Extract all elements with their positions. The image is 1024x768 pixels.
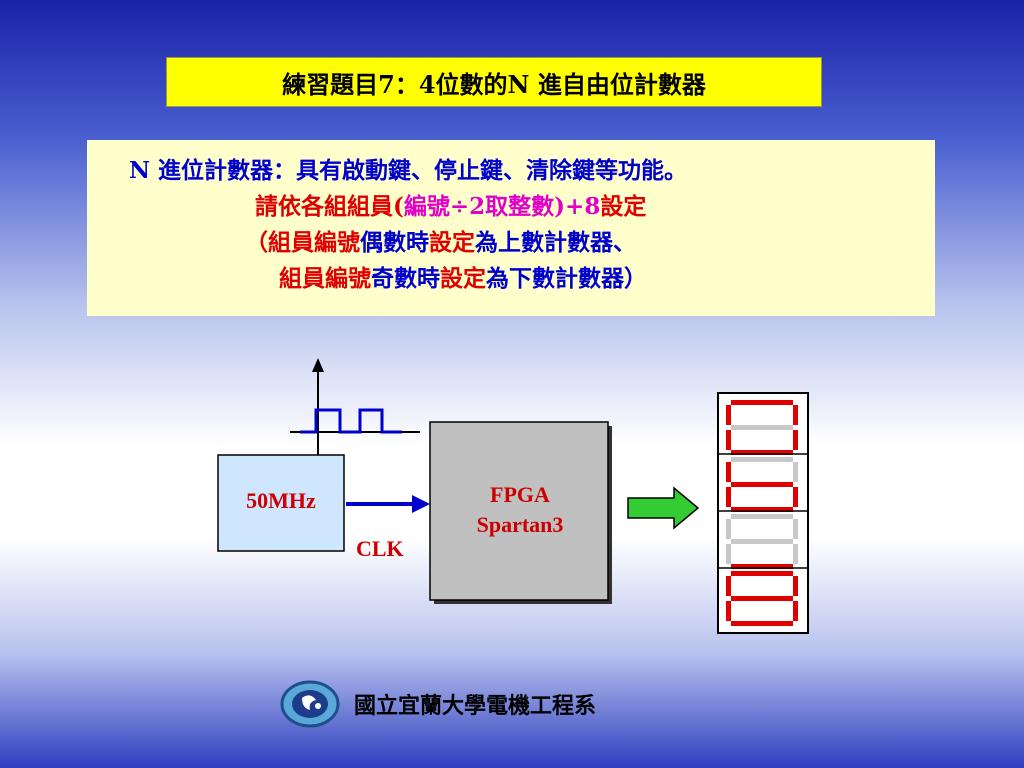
line4-part-b: 奇數時: [371, 265, 440, 292]
segment-b: [793, 519, 798, 539]
segment-b: [793, 405, 798, 425]
segment-g: [731, 596, 793, 601]
description-box: N 進位計數器：具有啟動鍵、停止鍵、清除鍵等功能。 請依各組組員(編號÷2取整數…: [87, 140, 935, 316]
seven-segment-digit: [726, 571, 798, 626]
segment-c: [793, 601, 798, 621]
title-suffix: 位數的N 進自由位計數器: [435, 69, 706, 99]
segment-f: [726, 519, 731, 539]
clock-waveform: [290, 358, 420, 460]
line2-part-a: 請依各組組員(: [255, 193, 404, 220]
segment-c: [793, 430, 798, 450]
segment-e: [726, 487, 731, 507]
segment-g: [731, 539, 793, 544]
oscillator-box: [217, 454, 345, 552]
seven-segment-digit: [718, 400, 808, 455]
segment-d: [731, 621, 793, 626]
seven-segment-digit: [718, 457, 808, 512]
segment-g: [731, 482, 793, 487]
segment-a: [731, 400, 793, 405]
line3-part-c: 設定: [429, 229, 475, 256]
line3-part-a: （組員編號: [245, 229, 360, 256]
clock-label: CLK: [356, 536, 404, 561]
fpga-box: [429, 421, 609, 601]
segment-d: [731, 450, 793, 455]
segment-a: [731, 571, 793, 576]
clock-arrow: [346, 495, 430, 513]
line4-part-a: 組員編號: [279, 265, 371, 292]
line4-part-c: 設定: [440, 265, 486, 292]
segment-d: [731, 564, 793, 569]
fpga-label-line-1: FPGA: [490, 482, 550, 507]
segment-b: [793, 462, 798, 482]
fpga-label-line-2: Spartan3: [476, 512, 564, 537]
digits-group: [718, 400, 808, 626]
segment-f: [726, 462, 731, 482]
segment-f: [726, 576, 731, 596]
oscillator-label: 50MHz: [246, 488, 316, 513]
title-number: 7：4: [378, 69, 436, 99]
title-prefix: 練習題目: [282, 69, 379, 99]
segment-f: [726, 405, 731, 425]
line2-part-b: 編號÷2取整數: [403, 193, 555, 220]
footer: 國立宜蘭大學電機工程系: [280, 676, 596, 732]
university-logo-icon: [280, 680, 340, 728]
description-line-1: N 進位計數器：具有啟動鍵、停止鍵、清除鍵等功能。: [129, 157, 688, 184]
description-line-3: （組員編號偶數時設定為上數計數器、: [245, 226, 636, 260]
segment-e: [726, 430, 731, 450]
line2-part-d: 設定: [600, 193, 647, 220]
segment-a: [731, 457, 793, 462]
segment-b: [793, 576, 798, 596]
description-line-2: 請依各組組員(編號÷2取整數)+8設定: [255, 190, 646, 224]
segment-c: [793, 544, 798, 564]
seven-segment-digit: [718, 514, 808, 569]
fpga-label: FPGA Spartan3: [432, 480, 608, 540]
segment-e: [726, 544, 731, 564]
green-output-arrow: [627, 486, 700, 530]
institution-name: 國立宜蘭大學電機工程系: [354, 693, 597, 719]
line4-part-d: 為下數計數器）: [486, 265, 647, 292]
segment-d: [731, 507, 793, 512]
segment-e: [726, 601, 731, 621]
segment-a: [731, 514, 793, 519]
segment-g: [731, 425, 793, 430]
description-line-4: 組員編號奇數時設定為下數計數器）: [279, 262, 647, 296]
line3-part-d: 為上數計數器、: [475, 229, 636, 256]
segment-c: [793, 487, 798, 507]
line3-part-b: 偶數時: [360, 229, 429, 256]
line2-part-c: )+8: [554, 193, 601, 220]
